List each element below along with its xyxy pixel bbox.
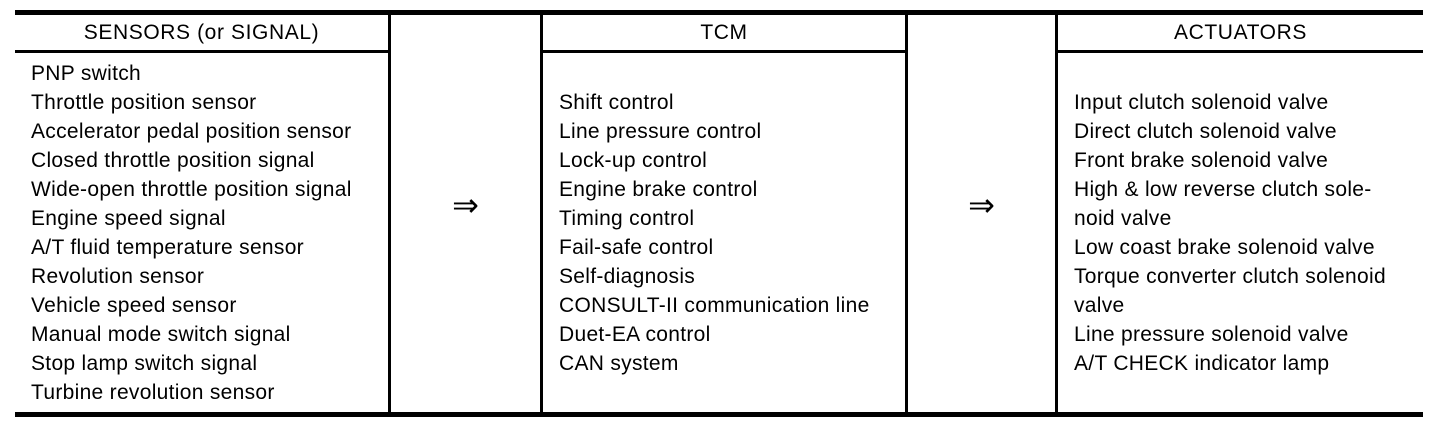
sensors-list-item: Engine speed signal [31,206,226,230]
tcm-list-item: Engine brake control [559,177,758,201]
sensors-list-item: Throttle position sensor [31,90,257,114]
tcm-list-item: CONSULT-II communication line [559,293,870,317]
actuators-list-item: valve [1074,293,1125,317]
right-double-arrow-icon: ⇒ [968,185,995,224]
sensors-list-item: Turbine revolution sensor [31,380,275,404]
tcm-list-item: Line pressure control [559,119,762,143]
sensors-list-item: Vehicle speed sensor [31,293,237,317]
tcm-list-item: Duet-EA control [559,322,711,346]
actuators-list-item: Input clutch solenoid valve [1074,90,1329,114]
right-double-arrow-icon: ⇒ [452,185,479,224]
sensors-list-item: Wide-open throttle position signal [31,177,352,201]
sensors-list-item: Manual mode switch signal [31,322,291,346]
tcm-list-item: Fail-safe control [559,235,714,259]
sensors-list-item: Accelerator pedal position sensor [31,119,352,143]
sensors-list-item: Revolution sensor [31,264,205,288]
actuators-list-item: noid valve [1074,206,1172,230]
tcm-list-item: CAN system [559,351,679,375]
actuators-list-item: A/T CHECK indicator lamp [1074,351,1330,375]
sensors-list-item: PNP switch [31,61,141,85]
sensors-list-item: A/T fluid temperature sensor [31,235,304,259]
sensors-list-item: Stop lamp switch signal [31,351,258,375]
sensors-list-item: Closed throttle position signal [31,148,315,172]
sensors-header: SENSORS (or SIGNAL) [15,15,388,53]
actuators-list-item: Direct clutch solenoid valve [1074,119,1337,143]
actuators-list-item: Line pressure solenoid valve [1074,322,1349,346]
tcm-list-item: Timing control [559,206,695,230]
arrow-cell-sensors-to-tcm: ⇒ [388,15,543,412]
tcm-list-item: Shift control [559,90,674,114]
actuators-list-item: Front brake solenoid valve [1074,148,1329,172]
actuators-list-item: Low coast brake solenoid valve [1074,235,1375,259]
arrow-cell-tcm-to-actuators: ⇒ [905,15,1058,412]
actuators-list-item: High & low reverse clutch sole- [1074,177,1372,201]
tcm-header: TCM [543,15,905,53]
actuators-list-item: Torque converter clutch solenoid [1074,264,1386,288]
tcm-list-item: Lock-up control [559,148,708,172]
actuators-header: ACTUATORS [1058,15,1423,53]
tcm-list-item: Self-diagnosis [559,264,696,288]
